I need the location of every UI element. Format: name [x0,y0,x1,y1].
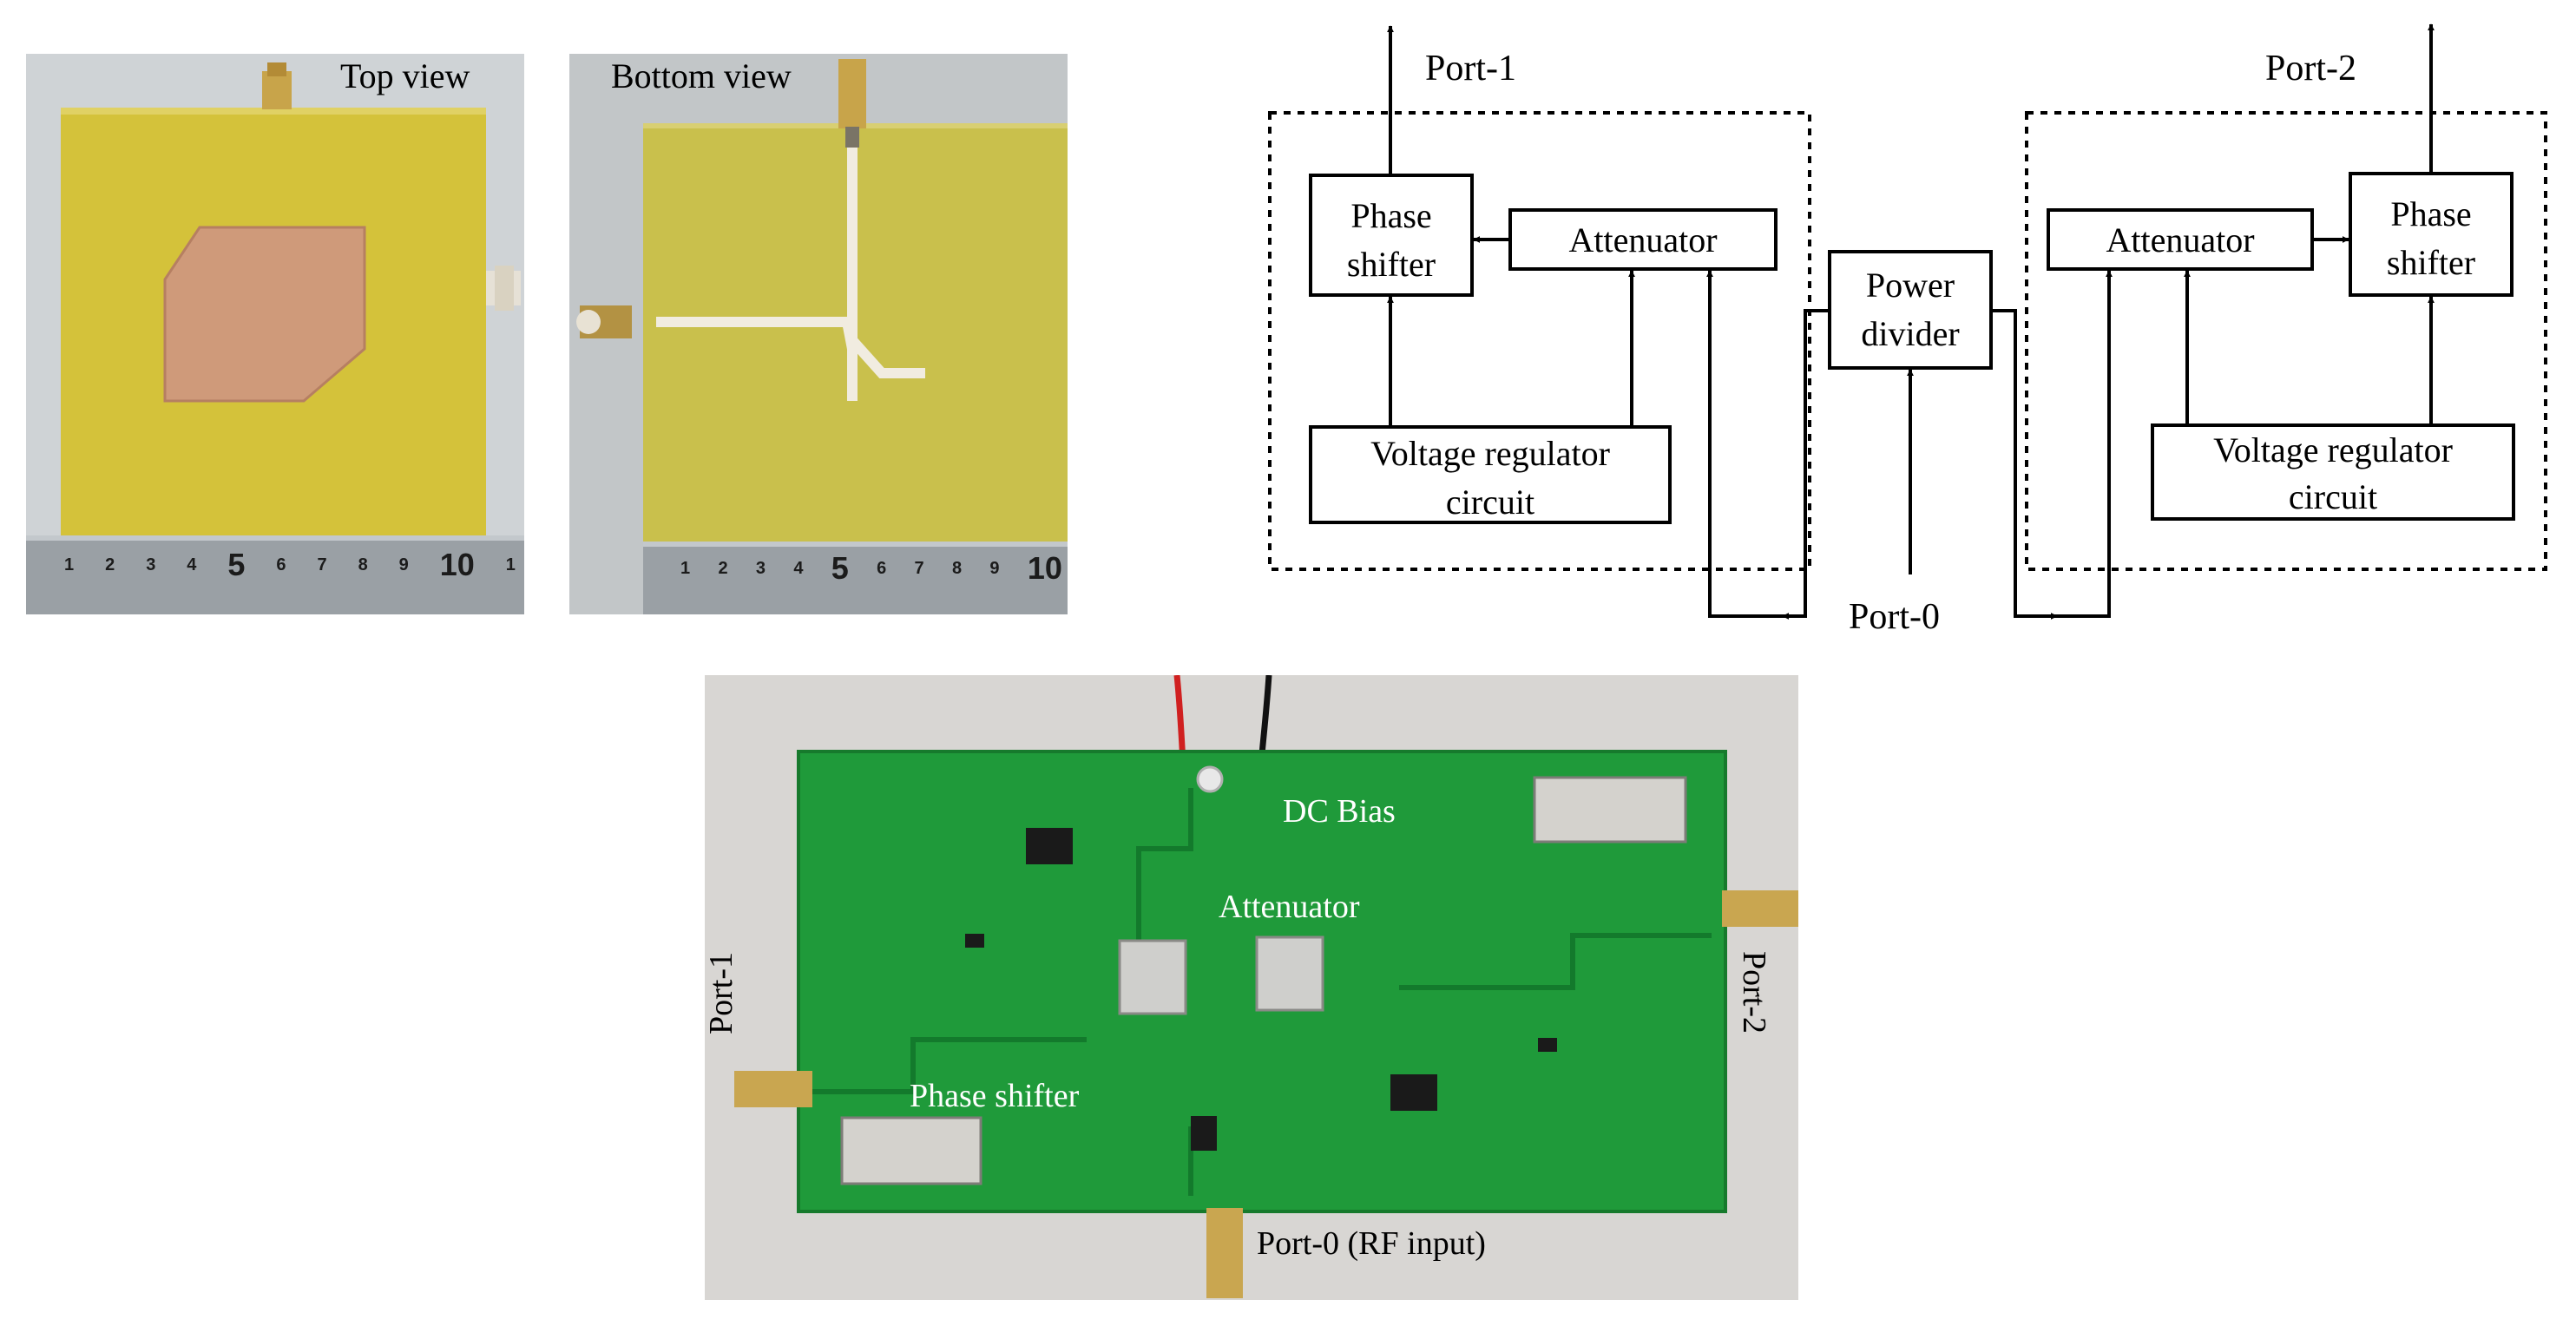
phase-shifter-right-line2: shifter [2387,243,2475,282]
bottom-view-photo: Bottom view 1 2 3 4 5 6 7 8 9 10 [569,54,1068,614]
diagram-port1-label: Port-1 [1425,49,1516,89]
ruler-number: 4 [187,555,197,574]
diagram-port0-label: Port-0 [1849,597,1940,637]
voltage-regulator-block-left [1309,425,1672,524]
voltage-regulator-block-right [2151,423,2515,521]
pcb-port1-label: Port-1 [705,952,739,1034]
arrow-right-rf-path [2057,270,2113,618]
vreg-right-line2: circuit [2289,477,2377,516]
phase-shifter-block-right [2349,172,2514,297]
attenuator-left-label: Attenuator [1568,220,1717,259]
ruler-number: 7 [317,555,327,574]
ruler-number: 6 [276,555,286,574]
ruler-number: 7 [914,559,924,578]
bottom-view-label: Bottom view [611,56,792,95]
pcb-port0-label: Port-0 (RF input) [1257,1225,1486,1262]
power-divider-line2: divider [1861,314,1959,353]
port1-group-boundary [1268,111,1811,571]
ruler-number: 2 [718,559,728,578]
pcb-attenuator-label: Attenuator [1219,889,1360,925]
top-view-label: Top view [340,56,470,95]
pcb-board-photo: DC Bias Attenuator Phase shifter Port-1 … [705,675,1798,1300]
ruler-number: 3 [755,559,766,578]
top-view-antenna-image [26,62,524,614]
ruler-number: 9 [398,555,409,574]
ruler-number: 1 [680,559,691,578]
ruler-number: 8 [951,559,963,578]
pcb-phase-shifter-label: Phase shifter [910,1078,1080,1114]
vreg-right-line1: Voltage regulator [2213,430,2453,469]
block-diagram: .bx { fill:#fff; stroke:#000; stroke-wid… [1268,23,2547,637]
ruler-number: 4 [793,559,804,578]
top-view-photo: Top view 1 2 3 4 5 6 7 8 9 10 1 [26,54,524,614]
port2-group-boundary [2025,111,2547,571]
ruler-number: 1 [505,555,516,574]
top-view-ruler: 1 2 3 4 5 6 7 8 9 10 1 [64,547,516,583]
ruler-number: 5 [831,550,849,586]
attenuator-block-left [1508,208,1778,271]
attenuator-right-label: Attenuator [2106,220,2254,259]
attenuator-block-right [2047,208,2314,271]
ruler-number: 9 [989,559,1000,578]
ruler-number: 8 [358,555,368,574]
ruler-number: 1 [64,555,75,574]
vreg-left-line2: circuit [1446,482,1534,522]
vreg-left-line1: Voltage regulator [1370,434,1610,473]
phase-shifter-right-line1: Phase [2390,194,2471,233]
phase-shifter-left-line1: Phase [1350,196,1431,235]
phase-shifter-left-line2: shifter [1347,245,1436,284]
pcb-board-image [734,675,1798,1298]
bottom-view-antenna-image [576,59,1068,614]
power-divider-line1: Power [1866,266,1955,305]
diagram-port2-label: Port-2 [2265,49,2356,89]
ruler-number: 3 [146,555,156,574]
pcb-dc-bias-label: DC Bias [1283,793,1396,830]
pcb-port2-label: Port-2 [1736,951,1772,1034]
ruler-number: 10 [439,547,475,582]
ruler-number: 6 [877,559,887,578]
ruler-number: 5 [227,547,246,582]
ruler-number: 2 [105,555,115,574]
bottom-view-ruler: 1 2 3 4 5 6 7 8 9 10 [680,550,1062,587]
arrow-left-rf-path [1706,270,1783,618]
ruler-number: 10 [1027,550,1062,586]
